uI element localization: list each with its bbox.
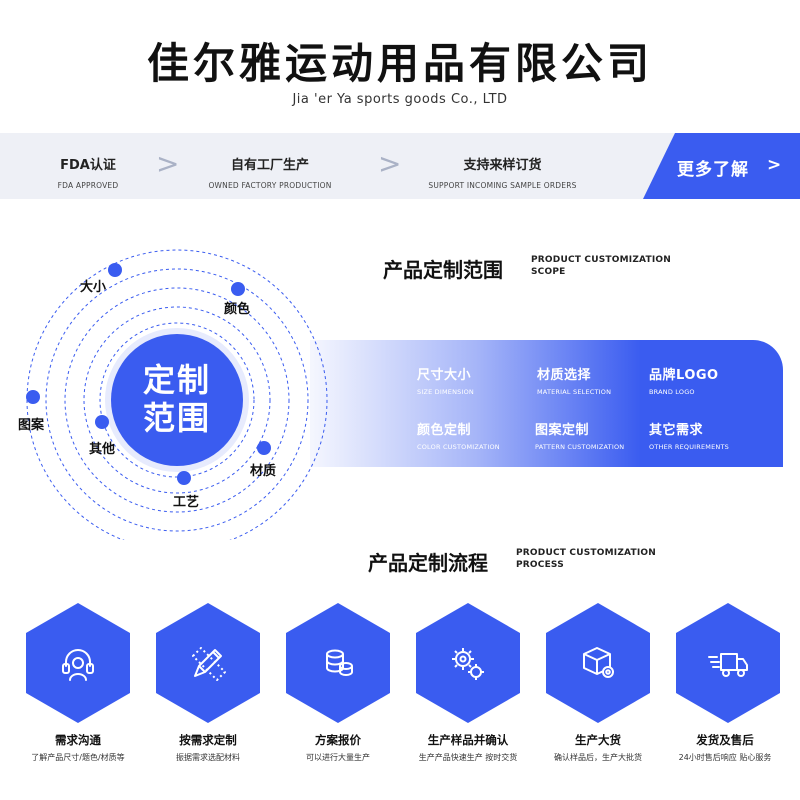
scope-item-label: 品牌LOGO <box>649 368 719 383</box>
scope-item-en: OTHER REQUIREMENTS <box>649 443 729 451</box>
orbit-ring <box>64 287 290 513</box>
orbit-label-color: 颜色 <box>224 302 251 317</box>
step-title: 生产大货 <box>575 733 621 747</box>
step-desc: 24小时售后响应 贴心服务 <box>678 753 772 762</box>
coins-icon <box>326 649 353 676</box>
scope-en-line1: PRODUCT CUSTOMIZATION <box>531 255 671 265</box>
core-line1: 定制 <box>142 361 211 399</box>
step-desc: 振据需求选配材料 <box>176 753 240 762</box>
orbit-dot <box>257 441 271 455</box>
step-desc: 了解产品尺寸/题色/材质等 <box>31 753 125 762</box>
scope-item-other: 其它需求 OTHER REQUIREMENTS <box>649 419 729 451</box>
orbit-dot <box>95 415 109 429</box>
company-subtitle: Jia 'er Ya sports goods Co., LTD <box>292 92 508 107</box>
step-title: 按需求定制 <box>179 733 237 747</box>
orbit-ring <box>45 268 309 532</box>
orbit-label-other: 其他 <box>89 442 116 457</box>
company-title: 佳尔雅运动用品有限公司 <box>146 39 653 88</box>
headset-icon <box>62 649 94 681</box>
step-title: 方案报价 <box>315 733 361 747</box>
scope-item-label: 尺寸大小 <box>417 368 472 383</box>
chevron-right-icon: > <box>767 155 782 175</box>
core-line2: 范围 <box>142 399 211 437</box>
step-hexagon <box>416 603 520 723</box>
scope-en-line2: SCOPE <box>531 267 566 277</box>
chevron-right-icon: > <box>378 147 402 180</box>
pencil-ruler-icon <box>192 647 226 681</box>
gears-icon <box>452 648 484 680</box>
step-title: 发货及售后 <box>696 733 754 747</box>
process-title: 产品定制流程 <box>368 551 488 575</box>
step-desc: 确认样品后，生产大批货 <box>554 753 642 762</box>
step-title: 需求沟通 <box>55 733 101 747</box>
scope-item-label: 其它需求 <box>649 423 704 438</box>
orbit-label-craft: 工艺 <box>173 495 200 510</box>
orbit-label-material: 材质 <box>250 464 277 479</box>
feature-en-label: SUPPORT INCOMING SAMPLE ORDERS <box>428 181 577 190</box>
chevron-right-icon: > <box>156 147 180 180</box>
step-desc: 可以进行大量生产 <box>306 753 370 762</box>
step-hexagon <box>156 603 260 723</box>
step-hexagon <box>286 603 390 723</box>
scope-item-en: SIZE DIMENSION <box>417 388 474 396</box>
scope-title-en: PRODUCT CUSTOMIZATION SCOPE <box>531 254 671 278</box>
feature-factory: 自有工厂生产 OWNED FACTORY PRODUCTION <box>200 154 340 190</box>
box-gear-icon <box>583 647 614 678</box>
feature-en-label: FDA APPROVED <box>57 181 119 190</box>
step-hexagon <box>546 603 650 723</box>
orbit-label-pattern: 图案 <box>18 418 45 433</box>
scope-item-pattern: 图案定制 PATTERN CUSTOMIZATION <box>535 419 624 451</box>
feature-band: FDA认证 FDA APPROVED > 自有工厂生产 OWNED FACTOR… <box>0 133 800 199</box>
feature-en-label: OWNED FACTORY PRODUCTION <box>208 181 332 190</box>
learn-more-label: 更多了解 <box>677 160 749 180</box>
step-title: 生产样品并确认 <box>427 733 509 747</box>
step-desc: 生产产品快速生产 按时交货 <box>418 753 518 762</box>
feature-label: FDA认证 <box>60 158 116 173</box>
scope-item-en: PATTERN CUSTOMIZATION <box>535 443 625 451</box>
scope-item-en: MATERIAL SELECTION <box>537 388 612 396</box>
scope-item-label: 颜色定制 <box>417 423 472 438</box>
scope-core-circle: 定制 范围 <box>111 334 243 466</box>
process-title-en: PRODUCT CUSTOMIZATION PROCESS <box>516 547 656 571</box>
scope-item-color: 颜色定制 COLOR CUSTOMIZATION <box>417 419 500 451</box>
scope-item-size: 尺寸大小 SIZE DIMENSION <box>417 364 474 396</box>
orbit-ring <box>83 306 271 494</box>
feature-label: 支持来样订货 <box>463 158 542 173</box>
scope-panel: 尺寸大小 SIZE DIMENSION 材质选择 MATERIAL SELECT… <box>310 340 783 467</box>
feature-fda: FDA认证 FDA APPROVED <box>40 154 136 190</box>
orbit-label-size: 大小 <box>80 280 107 295</box>
feature-label: 自有工厂生产 <box>230 158 309 173</box>
orbit-dot <box>108 263 122 277</box>
scope-item-label: 图案定制 <box>535 423 590 438</box>
orbit-dot <box>231 282 245 296</box>
feature-sample-orders: 支持来样订货 SUPPORT INCOMING SAMPLE ORDERS <box>420 154 585 190</box>
process-en-line1: PRODUCT CUSTOMIZATION <box>516 548 656 558</box>
scope-item-material: 材质选择 MATERIAL SELECTION <box>537 364 611 396</box>
scope-item-brand-logo: 品牌LOGO BRAND LOGO <box>649 364 719 396</box>
learn-more-button[interactable]: 更多了解 > <box>643 133 800 199</box>
step-hexagon <box>26 603 130 723</box>
step-hexagon <box>676 603 780 723</box>
orbit-dot <box>26 390 40 404</box>
process-en-line2: PROCESS <box>516 560 564 570</box>
scope-item-en: COLOR CUSTOMIZATION <box>417 443 500 451</box>
scope-title: 产品定制范围 <box>383 258 503 282</box>
scope-item-en: BRAND LOGO <box>649 388 695 396</box>
delivery-truck-icon <box>708 653 748 677</box>
scope-item-label: 材质选择 <box>537 368 592 383</box>
orbit-dot <box>177 471 191 485</box>
